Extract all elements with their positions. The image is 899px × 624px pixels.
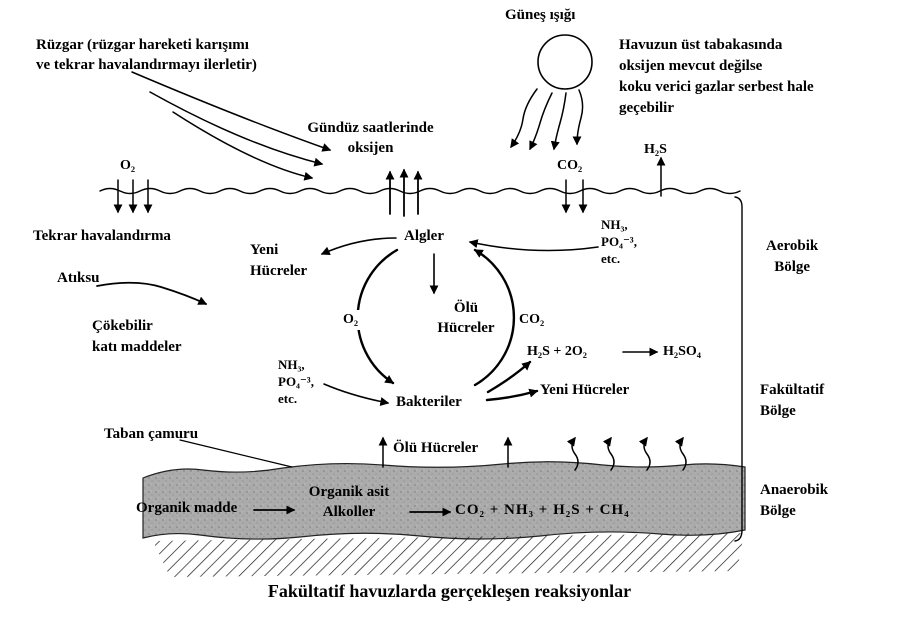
organic-acid-line: Organik asit bbox=[308, 484, 390, 500]
zone-line: Fakültatif bbox=[760, 382, 825, 398]
h2s-reaction-rhs: H₂SO₄ bbox=[663, 344, 701, 359]
zone-bracket bbox=[734, 196, 743, 542]
sludge-layer bbox=[142, 461, 746, 540]
dead-cells-line: Ölü bbox=[453, 300, 479, 316]
bacteria-label: Bakteriler bbox=[396, 394, 462, 410]
wind-note-line: Rüzgar (rüzgar hareketi karışımı bbox=[36, 37, 249, 53]
cycle-arc-left bbox=[356, 248, 399, 385]
zone-anaerobic-label: Anaerobik Bölge bbox=[760, 480, 828, 522]
daytime-oxygen-line: Gündüz saatlerinde bbox=[307, 120, 434, 136]
odor-note-line: geçebilir bbox=[619, 100, 674, 116]
zone-line: Bölge bbox=[760, 503, 796, 519]
settleable-line: katı maddeler bbox=[92, 339, 182, 355]
zone-aerobic-label: Aerobik Bölge bbox=[766, 236, 818, 278]
o2-surface-label: O₂ bbox=[120, 158, 136, 173]
wind-note: Rüzgar (rüzgar hareketi karışımı ve tekr… bbox=[36, 35, 257, 75]
organic-matter-label: Organik madde bbox=[136, 500, 238, 516]
nutrients-line: etc. bbox=[601, 251, 621, 266]
sludge-pointer-line bbox=[179, 439, 293, 468]
odor-note-line: koku verici gazlar serbest hale bbox=[619, 79, 814, 95]
o2-cycle-label: O₂ bbox=[340, 310, 362, 330]
h2s-surface-label: H₂S bbox=[644, 142, 667, 157]
daytime-oxygen-line: oksijen bbox=[347, 140, 394, 156]
new-cells-line: Yeni bbox=[250, 242, 279, 258]
new-cells-left-label: Yeni Hücreler bbox=[250, 240, 307, 282]
algae-newcells-arrow bbox=[320, 237, 397, 256]
zone-facultative-label: Fakültatif Bölge bbox=[760, 380, 824, 422]
sunlight-label: Güneş ışığı bbox=[505, 7, 576, 23]
sun-rays-icon bbox=[510, 88, 584, 151]
dead-cells-center-label: Ölü Hücreler bbox=[424, 298, 508, 338]
o2-down-arrows bbox=[113, 179, 153, 214]
new-cells-right-label: Yeni Hücreler bbox=[540, 382, 630, 398]
co2-down-arrows bbox=[561, 179, 588, 214]
sun-icon bbox=[537, 34, 593, 90]
co2-cycle-label: CO₂ bbox=[516, 310, 548, 330]
nutrients-note-left: NH₃, PO₄⁻³, etc. bbox=[278, 356, 314, 407]
sludge-reaction-arrows bbox=[253, 505, 452, 517]
zone-line: Anaerobik bbox=[760, 482, 829, 498]
wind-arrows bbox=[131, 71, 332, 181]
organic-acid-label: Organik asit Alkoller bbox=[293, 482, 405, 522]
zone-line: Aerobik bbox=[766, 238, 819, 254]
deadcells-sludge-arrows bbox=[378, 436, 513, 468]
settleable-solids-label: Çökebilir katı maddeler bbox=[92, 316, 182, 358]
reaeration-label: Tekrar havalandırma bbox=[33, 228, 171, 244]
diagram-caption: Fakültatif havuzlarda gerçekleşen reaksi… bbox=[267, 581, 632, 601]
water-surface bbox=[99, 187, 741, 195]
gas-rise-arrows bbox=[566, 436, 687, 471]
odor-note: Havuzun üst tabakasında oksijen mevcut d… bbox=[619, 35, 814, 119]
nutrients-line: etc. bbox=[278, 391, 298, 406]
algae-label: Algler bbox=[404, 228, 444, 244]
cycle-arc-right bbox=[473, 248, 516, 387]
wind-note-line: ve tekrar havalandırmayı ilerletir) bbox=[36, 57, 257, 73]
odor-note-line: Havuzun üst tabakasında bbox=[619, 37, 783, 53]
dead-cells-line: Hücreler bbox=[437, 320, 495, 336]
nutrients-to-algae-arrow bbox=[468, 239, 599, 252]
nutrients-note-right: NH₃, PO₄⁻³, etc. bbox=[601, 216, 637, 267]
bottom-sludge-label: Taban çamuru bbox=[104, 426, 199, 442]
nutrients-line: PO₄⁻³, bbox=[601, 234, 637, 249]
organic-acid-line: Alkoller bbox=[322, 504, 376, 520]
co2-surface-label: CO₂ bbox=[557, 158, 583, 173]
oxygen-up-arrows bbox=[385, 168, 423, 217]
ground-hatch bbox=[153, 533, 744, 577]
bacteria-reaction-arrow bbox=[486, 360, 532, 394]
nutrients-to-bacteria-arrow bbox=[323, 383, 390, 406]
new-cells-line: Hücreler bbox=[250, 263, 308, 279]
settleable-line: Çökebilir bbox=[92, 318, 153, 334]
odor-note-line: oksijen mevcut değilse bbox=[619, 58, 763, 74]
wastewater-arrow bbox=[96, 281, 208, 305]
h2s-reaction-lhs: H₂S + 2O₂ bbox=[527, 344, 587, 359]
bacteria-newcells-arrow bbox=[485, 388, 539, 402]
daytime-oxygen-note: Gündüz saatlerinde oksijen bbox=[293, 118, 448, 158]
nutrients-line: NH₃, bbox=[601, 217, 628, 232]
zone-line: Bölge bbox=[760, 403, 796, 419]
dead-cells-bottom-label: Ölü Hücreler bbox=[393, 440, 479, 456]
nutrients-line: NH₃, bbox=[278, 357, 305, 372]
wastewater-label: Atıksu bbox=[57, 270, 100, 286]
sludge-gases-label: CO₂ + NH₃ + H₂S + CH₄ bbox=[455, 502, 630, 518]
zone-line: Bölge bbox=[774, 259, 811, 275]
nutrients-line: PO₄⁻³, bbox=[278, 374, 314, 389]
